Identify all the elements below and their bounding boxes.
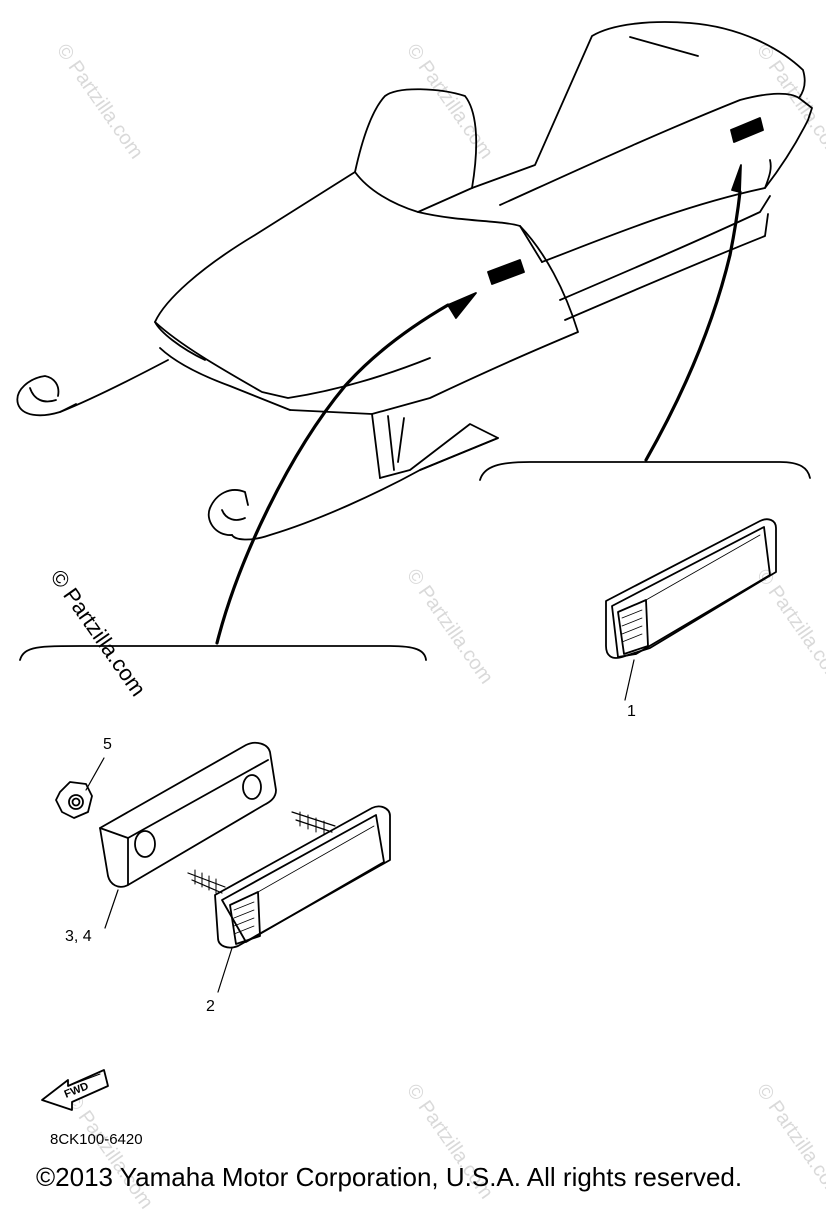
callout-2: 2 — [206, 998, 215, 1015]
fwd-arrow-icon: FWD — [41, 1069, 109, 1111]
brace-frame-left — [19, 645, 427, 661]
part-2-reflector-studs — [187, 805, 391, 993]
part-3-4-bracket — [99, 741, 277, 929]
part-1-reflector — [605, 518, 777, 701]
callout-5: 5 — [103, 736, 112, 753]
part-5-nut — [55, 757, 105, 819]
callout-1: 1 — [627, 703, 636, 720]
callout-3-4: 3, 4 — [65, 928, 92, 945]
snowmobile-illustration — [16, 21, 813, 645]
copyright-notice: ©2013 Yamaha Motor Corporation, U.S.A. A… — [36, 1162, 743, 1192]
brace-frame-right — [479, 461, 811, 481]
diagram-code: 8CK100-6420 — [50, 1131, 143, 1148]
